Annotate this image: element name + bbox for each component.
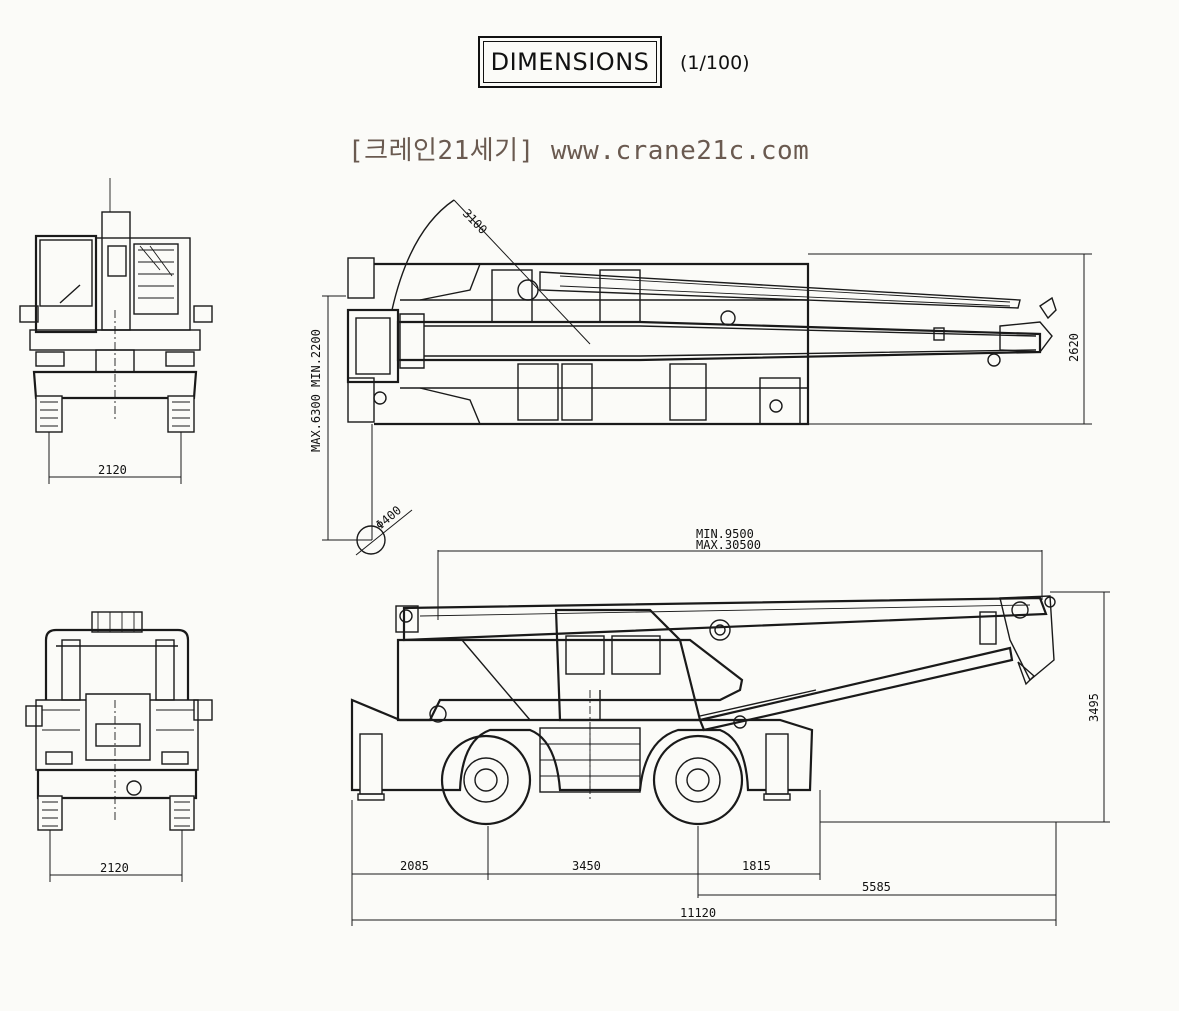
front-track-dimension: 2120 (98, 463, 127, 477)
overall-height-dimension: 3495 (1087, 693, 1101, 722)
watermark-text: [크레인21세기] www.crane21c.com (348, 136, 810, 166)
rear-to-tip-dimension: 5585 (862, 880, 891, 894)
overall-length-dimension: 11120 (680, 906, 716, 920)
rear-track-dimension: 2120 (100, 861, 129, 875)
boom-max-dimension: MAX.30500 (696, 538, 761, 552)
scale-label: (1/100) (680, 52, 750, 74)
front-view: 2120 (19, 178, 213, 484)
overall-width-dimension: 2620 (1067, 333, 1081, 362)
rear-view: 2120 (25, 611, 213, 882)
rear-overhang-dimension: 1815 (742, 859, 771, 873)
front-overhang-dimension: 2085 (400, 859, 429, 873)
float-diameter-dimension: Φ400 (373, 503, 404, 532)
wheelbase-dimension: 3450 (572, 859, 601, 873)
outrigger-dimension: MAX.6300 MIN.2200 (309, 329, 323, 452)
tail-swing-dimension: 3100 (460, 206, 490, 237)
side-view: MIN.9500 MAX.30500 (350, 527, 1110, 926)
boom-min-dimension: MIN.9500 (696, 527, 754, 541)
page-title: DIMENSIONS (478, 36, 662, 88)
plan-view: 3100 2620 MAX.6300 MIN.2200 Φ400 (309, 199, 1092, 556)
